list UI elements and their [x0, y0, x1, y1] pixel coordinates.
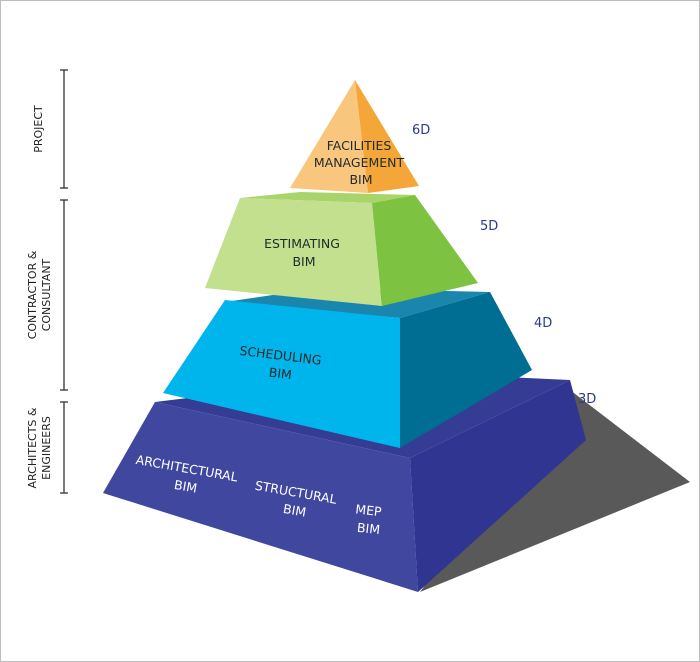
- tier-6d-right-face: [355, 80, 419, 193]
- dimension-4d: 4D: [534, 316, 552, 331]
- tier-5d: [205, 192, 478, 306]
- tier-5d-right-face: [372, 195, 478, 306]
- pyramid-shadow: [420, 390, 690, 592]
- tier-5d-label: ESTIMATING BIM: [264, 236, 344, 269]
- side-label-contractor: CONTRACTOR &CONSULTANT: [26, 250, 53, 339]
- tier-6d-label: FACILITIES MANAGEMENT BIM: [314, 138, 408, 187]
- tier-6d-left-face: [290, 80, 368, 193]
- side-label-architects: ARCHITECTS &ENGINEERS: [26, 407, 53, 488]
- tier-5d-left-face: [205, 198, 382, 306]
- side-label-project: PROJECT: [32, 105, 45, 153]
- dimension-3d: 3D: [578, 392, 596, 407]
- tier-4d-right-face: [400, 292, 532, 448]
- tier-4d-left-face: [163, 300, 400, 448]
- tier-6d: [290, 80, 419, 193]
- tier-3d-right-face: [410, 380, 586, 592]
- dimension-6d: 6D: [412, 123, 430, 138]
- dimension-5d: 5D: [480, 219, 498, 234]
- side-brackets: [60, 69, 68, 494]
- tier-3d-left-face: [103, 402, 418, 592]
- base-label-mep: MEP BIM: [353, 501, 387, 537]
- tier-5d-top: [240, 192, 415, 203]
